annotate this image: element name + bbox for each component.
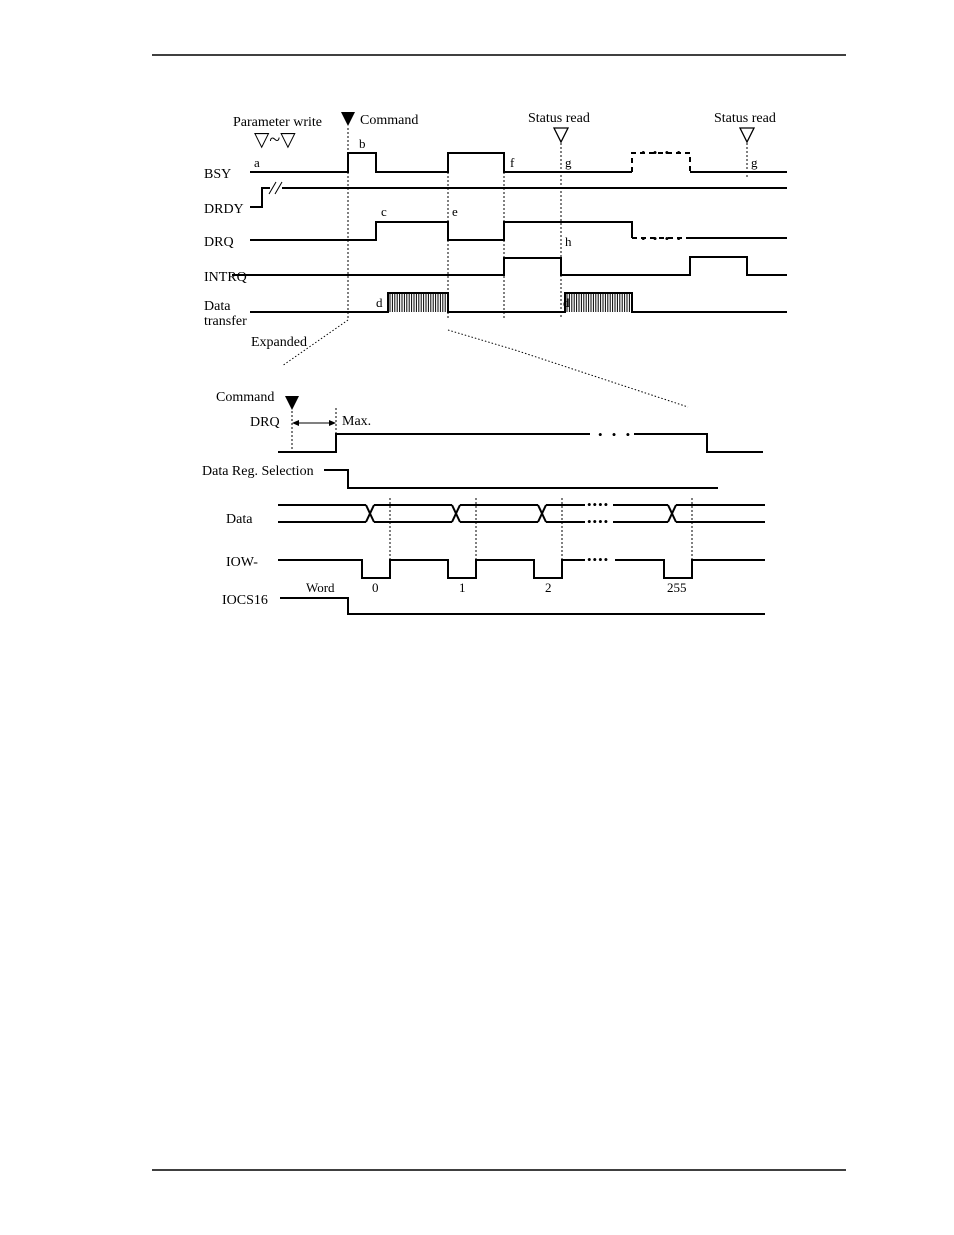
data-transfer-label-1: Data <box>204 299 231 314</box>
drdy-waveform <box>250 188 270 207</box>
expand-line-right-2 <box>515 350 688 407</box>
status-read-marker-icon-1 <box>554 128 568 142</box>
max-arrow-head-right-icon <box>329 420 336 426</box>
expand-line-right-1 <box>448 330 515 350</box>
marker-b: b <box>359 136 366 151</box>
intrq-label: INTRQ <box>204 270 247 285</box>
expanded-label: Expanded <box>251 335 307 350</box>
marker-d-1: d <box>376 295 383 310</box>
max-label: Max. <box>342 414 371 429</box>
word-index-2: 2 <box>545 580 552 595</box>
max-arrow-head-left-icon <box>292 420 299 426</box>
iocs16-label: IOCS16 <box>222 593 268 608</box>
drdy-break-1 <box>269 182 276 194</box>
marker-c: c <box>381 204 387 219</box>
marker-f: f <box>510 155 515 170</box>
iow-ellipsis: •••• <box>587 552 609 567</box>
marker-g-1: g <box>565 155 572 170</box>
data-transfer-burst-2 <box>567 294 629 312</box>
data-ellipsis-bottom: •••• <box>587 514 609 529</box>
status-read-marker-icon-2 <box>740 128 754 142</box>
command-label: Command <box>360 113 418 128</box>
data-transfer-label-2: transfer <box>204 314 247 329</box>
lower-command-marker-icon <box>285 396 299 410</box>
status-read-label-2: Status read <box>714 111 776 126</box>
parameter-write-label: Parameter write <box>233 115 322 130</box>
status-read-label-1: Status read <box>528 111 590 126</box>
lower-timing-diagram: Command DRQ Max. • • • Data Reg. Selecti… <box>202 390 765 614</box>
data-transfer-waveform <box>250 293 787 312</box>
iow-waveform <box>278 560 585 578</box>
lower-command-label: Command <box>216 390 274 405</box>
word-index-1: 1 <box>459 580 466 595</box>
bsy-label: BSY <box>204 167 231 182</box>
upper-timing-diagram: Parameter write ▽~▽ Command Status read … <box>204 111 787 407</box>
drdy-break-2 <box>275 182 282 194</box>
drq-waveform <box>250 222 632 240</box>
data-reg-selection-waveform <box>324 470 718 488</box>
lower-drq-label: DRQ <box>250 415 280 430</box>
data-transfer-burst-1 <box>390 294 445 312</box>
intrq-waveform <box>232 257 787 275</box>
marker-g-2: g <box>751 155 758 170</box>
iow-waveform-end <box>615 560 765 578</box>
marker-a: a <box>254 155 260 170</box>
iocs16-waveform <box>280 598 765 614</box>
bsy-ellipsis: • • • • <box>641 145 683 160</box>
lower-drq-ellipsis: • • • <box>598 427 633 442</box>
marker-e: e <box>452 204 458 219</box>
bsy-waveform <box>250 153 632 172</box>
marker-h: h <box>565 234 572 249</box>
data-label: Data <box>226 512 253 527</box>
command-marker-icon <box>341 112 355 126</box>
drq-ellipsis: • • • • <box>641 231 683 246</box>
word-index-0: 0 <box>372 580 379 595</box>
word-index-255: 255 <box>667 580 687 595</box>
word-label: Word <box>306 580 335 595</box>
drdy-label: DRDY <box>204 202 244 217</box>
drq-label: DRQ <box>204 235 234 250</box>
marker-d-2: d <box>563 295 570 310</box>
data-reg-selection-label: Data Reg. Selection <box>202 464 314 479</box>
lower-drq-waveform-end <box>634 434 763 452</box>
parameter-range-label: ▽~▽ <box>254 129 296 151</box>
lower-drq-waveform <box>278 434 590 452</box>
iow-label: IOW- <box>226 555 258 570</box>
data-ellipsis-top: •••• <box>587 497 609 512</box>
